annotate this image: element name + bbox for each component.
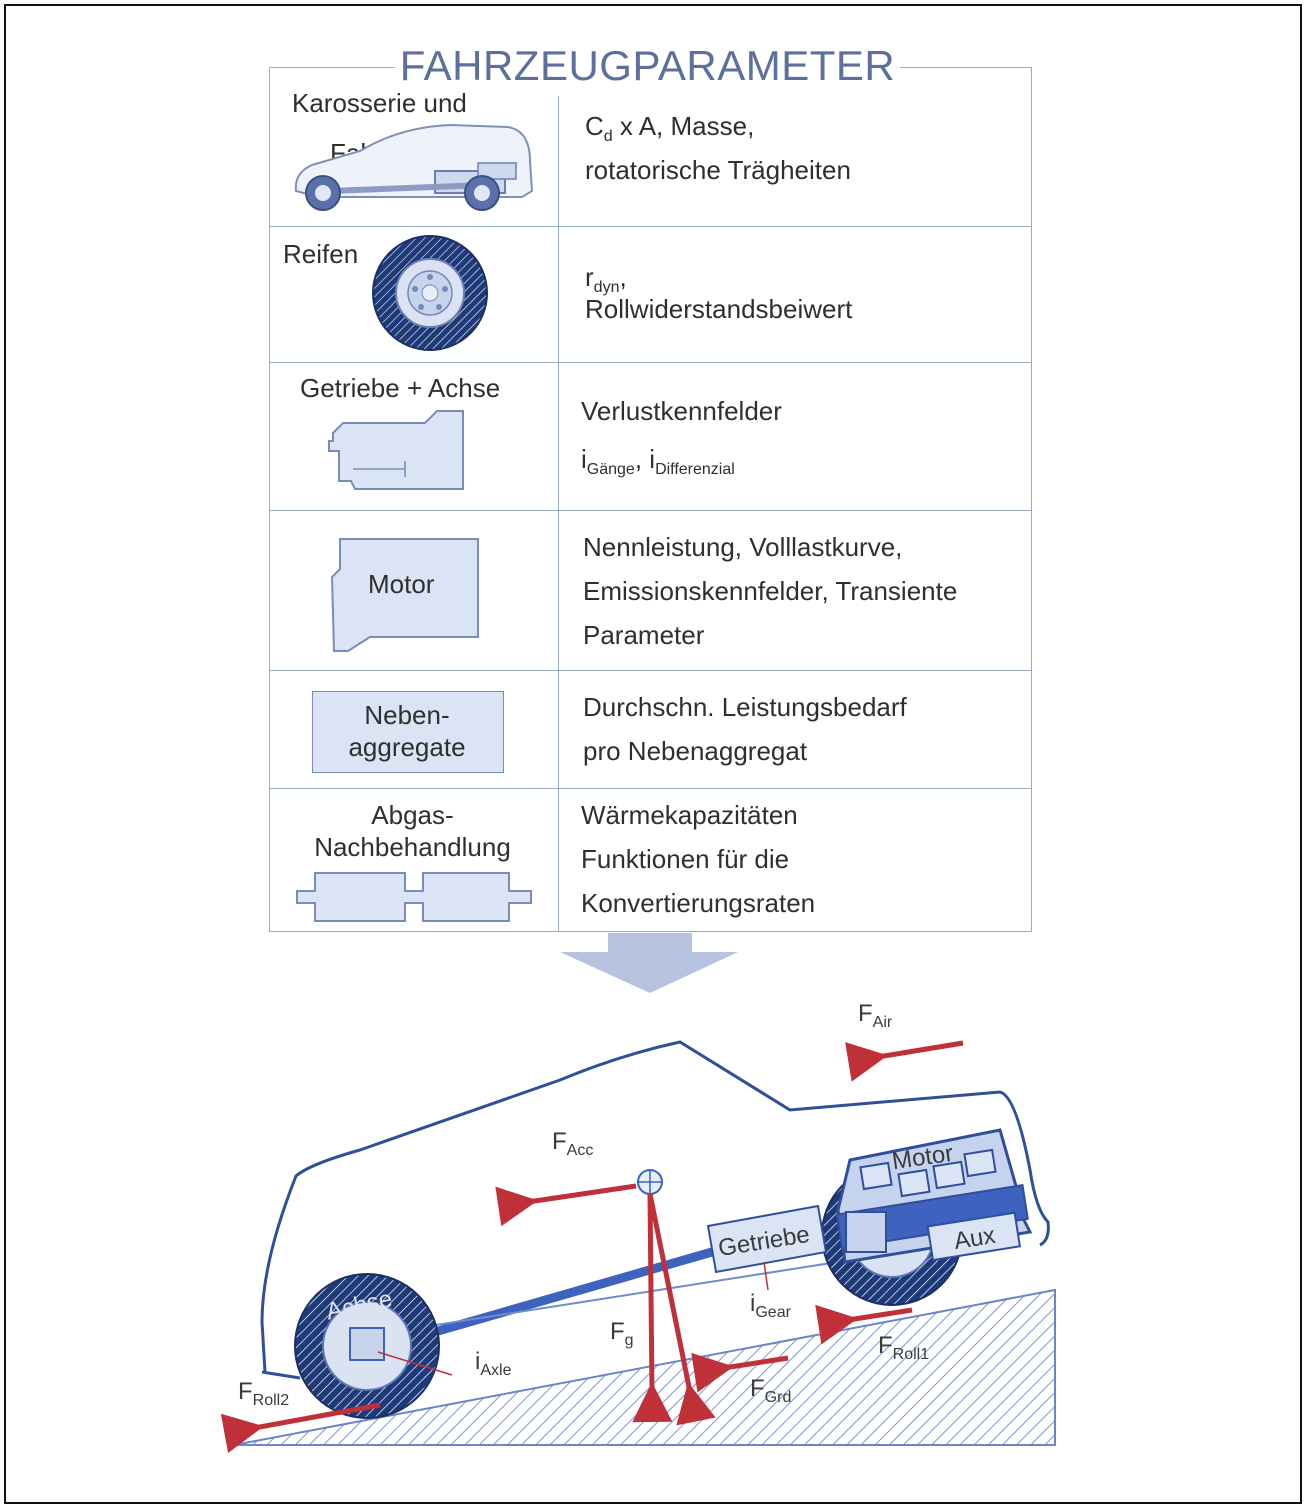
force-g-arrow [632,1193,673,1423]
gearbox-box [706,1204,828,1274]
parameter-table: Karosserie und Fahrwerk Cd x A, Masse, r… [269,67,1032,932]
component-label: Karosserie und [292,88,467,118]
params-line-2: Funktionen für die [581,844,790,874]
aux-box-icon [312,691,504,773]
label-i-gear: iGear [750,1290,791,1321]
force-g-component-arrow [647,1193,716,1426]
force-roll1-arrow [815,1304,913,1345]
label-f-air: FAir [858,1000,893,1031]
label-i-axle: iAxle [475,1348,512,1379]
row-reifen: Reifen rdyn, Rollwiderstandsbeiwert [270,226,1031,362]
params-line-3: Konvertierungsraten [581,888,816,918]
exhaust-aftertreatment-icon [296,872,532,922]
params-line-1: rdyn, [585,262,627,296]
row-karosserie: Karosserie und Fahrwerk Cd x A, Masse, r… [270,68,1031,226]
force-grd-arrow [691,1352,789,1393]
row-getriebe: Getriebe + Achse Verlustkennfelder iGäng… [270,362,1031,510]
engine-block-icon [835,1128,1033,1264]
row-nebenaggregate: Neben- aggregate Durchschn. Leistungsbed… [270,670,1031,788]
params-line-1: Durchschn. Leistungsbedarf [583,692,907,722]
params-line-1: Wärmekapazitäten [581,800,798,830]
params-line-1: Nennleistung, Volllastkurve, [583,532,903,562]
label-f-acc: FAcc [552,1128,594,1159]
label-f-roll2: FRoll2 [238,1378,290,1409]
component-label: Getriebe + Achse [300,373,501,403]
params-line-1: Cd x A, Masse, [585,111,755,145]
label-f-grd: FGrd [750,1375,792,1406]
tire-icon [372,235,488,351]
table-divider [558,96,559,931]
component-label: Reifen [283,239,359,269]
row-abgas: Abgas- Nachbehandlung Wärmekapazitäten F… [270,788,1031,931]
gearbox-icon [328,410,464,490]
car-body-icon [294,123,534,211]
force-arrows [220,1040,964,1454]
label-f-roll1: FRoll1 [878,1332,930,1363]
params-line-2: rotatorische Trägheiten [585,155,851,185]
table-title: FAHRZEUGPARAMETER [395,40,900,92]
component-label: Neben- aggregate [348,700,466,762]
row-motor: Motor Nennleistung, Volllastkurve, Emiss… [270,510,1031,670]
force-acc-arrow [495,1183,637,1227]
params-line-2: iGänge, iDifferenzial [581,444,735,478]
component-label: Abgas- Nachbehandlung [314,800,511,862]
params-line-1: Verlustkennfelder [581,396,782,426]
label-f-g: Fg [610,1318,634,1349]
force-air-arrow [845,1040,964,1082]
params-line-3: Parameter [583,620,705,650]
component-label: Motor [368,569,435,599]
force-roll2-arrow [220,1402,381,1454]
car-body-outline [260,1040,1050,1373]
params-line-2: Emissionskennfelder, Transiente [583,576,958,606]
params-line-2: Rollwiderstandsbeiwert [585,294,853,324]
params-line-2: pro Nebenaggregat [583,736,808,766]
motor-icon [330,538,479,652]
